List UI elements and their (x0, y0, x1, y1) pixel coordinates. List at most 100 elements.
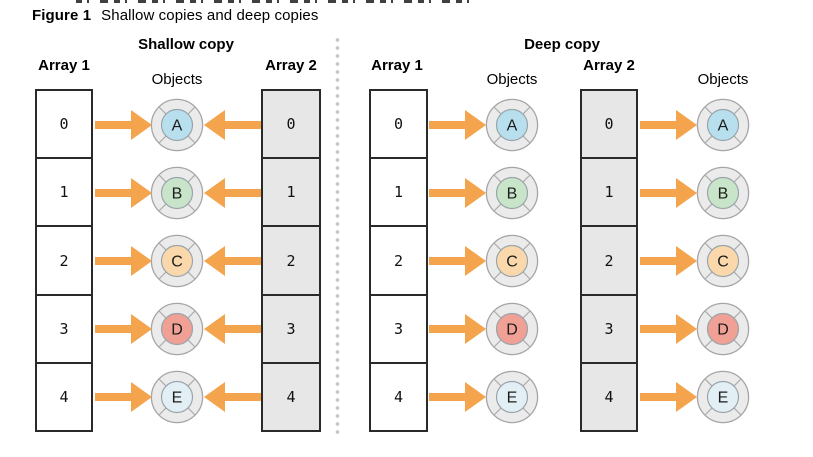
deep-object-copy2-D: D (696, 302, 750, 356)
object-wheel-icon: A (696, 98, 750, 152)
array-index-value: 2 (604, 251, 614, 270)
deep-array1-cell-4: 4 (371, 361, 426, 431)
shallow-array1-arrow-3 (95, 314, 152, 344)
array-index-value: 3 (393, 319, 404, 338)
deep-objects2-label: Objects (697, 71, 749, 88)
pointer-arrow-icon (204, 110, 261, 140)
shallow-copy-header: Shallow copy (138, 36, 234, 53)
array-index-value: 0 (286, 115, 296, 134)
shallow-array2: 0 1 2 3 4 (261, 89, 321, 432)
object-wheel-icon: A (150, 98, 204, 152)
shallow-object-C: C (150, 234, 204, 288)
array-index-value: 4 (286, 387, 296, 406)
pointer-arrow-icon (429, 110, 486, 140)
array-index-value: 4 (604, 387, 614, 406)
array-index-value: 2 (286, 251, 296, 270)
pointer-arrow-icon (640, 246, 697, 276)
pointer-arrow-icon (95, 110, 152, 140)
deep-array2-cell-4: 4 (582, 361, 636, 431)
deep-array2-arrow-2 (640, 246, 697, 276)
object-letter: C (171, 254, 183, 271)
pointer-arrow-icon (204, 314, 261, 344)
shallow-array2-cell-3: 3 (263, 293, 319, 362)
object-letter: C (506, 254, 518, 271)
deep-copy-header: Deep copy (524, 36, 600, 53)
deep-object-copy1-D: D (485, 302, 539, 356)
object-letter: D (717, 322, 729, 339)
deep-array2-arrow-0 (640, 110, 697, 140)
deep-array1-arrow-0 (429, 110, 486, 140)
pointer-arrow-icon (95, 314, 152, 344)
array-index-value: 0 (604, 115, 614, 134)
pointer-arrow-icon (429, 178, 486, 208)
shallow-array2-label: Array 2 (265, 57, 317, 74)
shallow-array1-arrow-1 (95, 178, 152, 208)
deep-array1-arrow-1 (429, 178, 486, 208)
object-wheel-icon: E (696, 370, 750, 424)
shallow-array1-cell-1: 1 (37, 157, 91, 226)
object-letter: E (172, 390, 183, 407)
shallow-array2-arrow-0 (204, 110, 261, 140)
shallow-array1-arrow-2 (95, 246, 152, 276)
deep-array2-label: Array 2 (583, 57, 635, 74)
pointer-arrow-icon (95, 382, 152, 412)
object-wheel-icon: A (485, 98, 539, 152)
pointer-arrow-icon (640, 110, 697, 140)
object-wheel-icon: B (696, 166, 750, 220)
object-wheel-icon: D (150, 302, 204, 356)
array-index-value: 3 (286, 319, 296, 338)
array-index-value: 1 (286, 183, 296, 202)
shallow-array1: 0 1 2 3 4 (35, 89, 93, 432)
deep-object-copy2-A: A (696, 98, 750, 152)
deep-array1-arrow-2 (429, 246, 486, 276)
shallow-object-E: E (150, 370, 204, 424)
pointer-arrow-icon (204, 382, 261, 412)
object-wheel-icon: E (485, 370, 539, 424)
array-index-value: 4 (393, 387, 404, 406)
deep-array1-arrow-3 (429, 314, 486, 344)
shallow-array2-cell-4: 4 (263, 361, 319, 431)
deep-array1-cell-3: 3 (371, 293, 426, 362)
object-wheel-icon: B (150, 166, 204, 220)
panel-divider (335, 36, 340, 438)
object-letter: B (507, 186, 518, 203)
array-index-value: 1 (393, 183, 404, 202)
array-index-value: 1 (604, 183, 614, 202)
object-letter: D (171, 322, 183, 339)
shallow-object-A: A (150, 98, 204, 152)
shallow-array2-cell-2: 2 (263, 225, 319, 294)
pointer-arrow-icon (640, 382, 697, 412)
array-index-value: 2 (59, 251, 69, 270)
deep-array1-cell-0: 0 (371, 91, 426, 158)
shallow-array1-cell-2: 2 (37, 225, 91, 294)
deep-object-copy2-C: C (696, 234, 750, 288)
deep-object-copy1-B: B (485, 166, 539, 220)
deep-array2-arrow-3 (640, 314, 697, 344)
deep-array1-label: Array 1 (371, 57, 423, 74)
deep-array2-arrow-4 (640, 382, 697, 412)
deep-array2-cell-1: 1 (582, 157, 636, 226)
object-letter: D (506, 322, 518, 339)
shallow-array2-arrow-4 (204, 382, 261, 412)
object-letter: A (507, 118, 518, 135)
deep-object-copy2-E: E (696, 370, 750, 424)
shallow-objects-label: Objects (151, 71, 203, 88)
array-index-value: 0 (59, 115, 69, 134)
pointer-arrow-icon (204, 178, 261, 208)
shallow-array1-cell-4: 4 (37, 361, 91, 431)
deep-array1-arrow-4 (429, 382, 486, 412)
object-letter: A (172, 118, 183, 135)
object-wheel-icon: D (696, 302, 750, 356)
pointer-arrow-icon (95, 246, 152, 276)
object-letter: E (507, 390, 518, 407)
array-index-value: 0 (393, 115, 404, 134)
shallow-array1-arrow-0 (95, 110, 152, 140)
pointer-arrow-icon (204, 246, 261, 276)
deep-array1-cell-1: 1 (371, 157, 426, 226)
shallow-object-B: B (150, 166, 204, 220)
array-index-value: 3 (59, 319, 69, 338)
